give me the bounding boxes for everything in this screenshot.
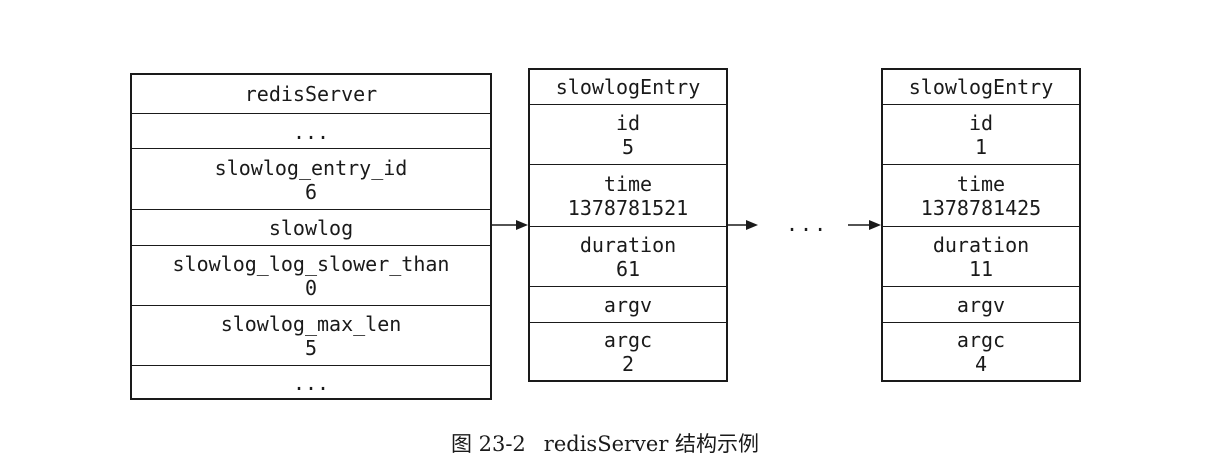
entry-time-value: 1378781521 [567,196,689,220]
middle-ellipsis: ... [786,212,829,236]
server-title-row: redisServer [132,75,490,113]
figure-title: redisServer 结构示例 [543,432,760,456]
server-ellipsis-bottom-row: ... [132,365,490,399]
arrowhead-entry2 [869,220,881,230]
entry-time-label: time [956,172,1006,196]
slowlog-entry-1: slowlogEntry id 5 time 1378781521 durati… [528,68,728,382]
entry-argc-row: argc 2 [530,322,726,381]
entry-argc-value: 2 [621,352,635,376]
entry-argv-label: argv [956,293,1006,317]
entry-duration-row: duration 11 [883,226,1079,287]
entry-argv-row: argv [530,286,726,323]
slower-than-value: 0 [304,276,318,300]
figure-number: 图 23-2 [450,432,526,456]
entry-time-value: 1378781425 [920,196,1042,220]
arrowhead-ellipsis [746,220,758,230]
slowlog-entry-2: slowlogEntry id 1 time 1378781425 durati… [881,68,1081,382]
entry-title: slowlogEntry [555,75,701,99]
max-len-value: 5 [304,336,318,360]
server-ellipsis-bottom: ... [292,370,330,395]
server-ellipsis-top: ... [292,119,330,144]
entry-id-value: 5 [621,135,635,159]
entry-time-row: time 1378781521 [530,164,726,227]
figure-caption: 图 23-2 redisServer 结构示例 [0,428,1210,458]
entry-id-label: slowlog_entry_id [214,155,408,180]
server-title: redisServer [244,82,378,106]
arrowhead-entry1 [516,220,528,230]
entry-title-row: slowlogEntry [530,70,726,104]
server-ellipsis-top-row: ... [132,113,490,149]
entry-duration-value: 11 [968,257,994,281]
entry-id-row: id 5 [530,104,726,165]
entry-argc-label: argc [603,328,653,352]
entry-duration-label: duration [932,233,1030,257]
server-slower-than-row: slowlog_log_slower_than 0 [132,245,490,306]
server-slowlog-row: slowlog [132,209,490,246]
server-max-len-row: slowlog_max_len 5 [132,305,490,366]
entry-title-row: slowlogEntry [883,70,1079,104]
entry-title: slowlogEntry [908,75,1054,99]
entry-duration-value: 61 [615,257,641,281]
max-len-label: slowlog_max_len [220,312,402,336]
entry-argv-label: argv [603,293,653,317]
redis-server-struct: redisServer ... slowlog_entry_id 6 slowl… [130,73,492,400]
entry-id-value: 6 [304,179,318,204]
entry-duration-row: duration 61 [530,226,726,287]
entry-duration-label: duration [579,233,677,257]
entry-argv-row: argv [883,286,1079,323]
entry-argc-row: argc 4 [883,322,1079,381]
entry-id-label: id [968,111,994,135]
slowlog-label: slowlog [268,216,354,240]
entry-time-label: time [603,172,653,196]
entry-time-row: time 1378781425 [883,164,1079,227]
server-entry-id-row: slowlog_entry_id 6 [132,148,490,210]
entry-id-label: id [615,111,641,135]
slower-than-label: slowlog_log_slower_than [172,252,450,276]
entry-argc-label: argc [956,328,1006,352]
entry-id-value: 1 [974,135,988,159]
entry-argc-value: 4 [974,352,988,376]
entry-id-row: id 1 [883,104,1079,165]
